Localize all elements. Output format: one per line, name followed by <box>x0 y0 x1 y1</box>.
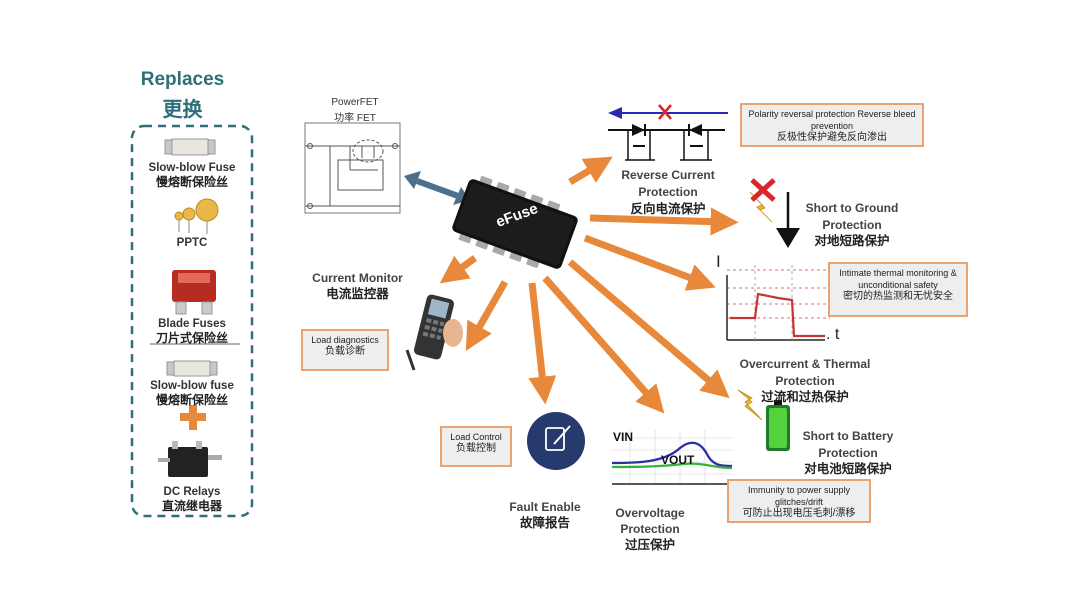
dc-relay-icon <box>158 441 222 477</box>
thermal-note: Intimate thermal monitoring & unconditio… <box>828 262 968 317</box>
arrow-load-control <box>465 280 509 351</box>
polarity-note: Polarity reversal protection Reverse ble… <box>740 103 924 147</box>
pptc-icon <box>174 198 219 234</box>
current-monitor-label-cn: 电流监控器 <box>326 287 389 301</box>
replaces-item-label: DC Relays <box>163 486 221 498</box>
efuse-chip <box>452 175 578 269</box>
note-text-cn: 密切的热监测和无忧安全 <box>843 291 953 302</box>
graph-y-label: I <box>716 252 721 271</box>
immunity-note: Immunity to power supply glitches/drift … <box>727 479 871 523</box>
double-arrow-icon <box>404 171 470 205</box>
replaces-title: Replaces <box>140 69 225 90</box>
load-control-note: Load Control 负载控制 <box>440 426 512 467</box>
current-monitor-label: Current Monitor <box>312 271 403 285</box>
plus-icon <box>180 405 206 430</box>
note-text-cn: 负载控制 <box>456 443 496 454</box>
short-ground-label-cn: 对地短路保护 <box>814 234 890 248</box>
reverse-current-schematic <box>608 104 728 161</box>
note-text-cn: 可防止出现电压毛刺/漂移 <box>742 508 856 519</box>
overcurrent-label-2: Protection <box>775 374 835 388</box>
overcurrent-label: Overcurrent & Thermal <box>739 357 871 371</box>
replaces-frame <box>130 124 254 518</box>
note-text: Intimate thermal monitoring & unconditio… <box>839 268 957 290</box>
note-text-cn: 反极性保护避免反向渗出 <box>777 132 887 143</box>
short-ground-label-2: Protection <box>822 218 882 232</box>
short-ground-icon <box>749 178 800 248</box>
note-text: Load diagnostics <box>311 335 379 345</box>
arrow-overvoltage <box>542 275 665 414</box>
replaces-item-label-cn: 慢熔断保险丝 <box>155 175 228 189</box>
note-text: Immunity to power supply glitches/drift <box>747 485 851 507</box>
replaces-item-label-cn: 慢熔断保险丝 <box>155 393 228 407</box>
powerfet-label: PowerFET <box>331 97 379 108</box>
replaces-item-label: PPTC <box>176 237 208 249</box>
short-battery-label-2: Protection <box>818 446 878 460</box>
note-text: Polarity reversal protection Reverse ble… <box>748 109 916 131</box>
powerfet-label-cn: 功率 FET <box>334 113 376 124</box>
replaces-item-label: Blade Fuses <box>158 318 226 330</box>
reverse-current-label-cn: 反向电流保护 <box>630 202 706 216</box>
blade-fuse-icon <box>172 270 216 315</box>
reverse-current-label: Reverse Current <box>621 168 715 182</box>
arrow-fault-enable <box>528 282 557 405</box>
short-battery-label-cn: 对电池短路保护 <box>804 462 892 476</box>
fault-enable-label: Fault Enable <box>509 500 581 514</box>
note-text-cn: 负载诊断 <box>325 346 365 357</box>
replaces-item-label: Slow-blow Fuse <box>148 162 236 174</box>
arrow-current-monitor <box>439 255 478 284</box>
short-battery-label: Short to Battery <box>802 429 894 443</box>
replaces-item-label-cn: 直流继电器 <box>161 499 222 513</box>
arrow-short-battery <box>567 259 730 399</box>
load-diagnostics-note: Load diagnostics 负载诊断 <box>301 329 389 371</box>
fault-enable-label-cn: 故障报告 <box>519 516 570 530</box>
waveform-vin-label: VIN <box>613 430 634 444</box>
current-time-graph <box>726 265 830 341</box>
overvoltage-label-2: Protection <box>620 522 680 536</box>
overvoltage-label: Overvoltage <box>615 506 685 520</box>
arrow-overcurrent <box>583 234 716 291</box>
short-ground-label: Short to Ground <box>805 201 899 215</box>
note-text: Load Control <box>450 432 502 442</box>
slow-blow-fuse-icon <box>166 360 218 377</box>
feature-arrows <box>439 156 739 414</box>
fault-report-icon <box>527 412 585 470</box>
reverse-current-label-2: Protection <box>638 185 698 199</box>
arrow-reverse-current <box>568 156 613 186</box>
replaces-title-cn: 更换 <box>162 99 203 121</box>
arrow-short-ground <box>589 207 739 236</box>
short-battery-icon <box>737 389 790 451</box>
replaces-item-label-cn: 刀片式保险丝 <box>155 331 228 345</box>
slow-blow-fuse-icon <box>164 138 216 156</box>
overcurrent-label-cn: 过流和过热保护 <box>761 390 849 404</box>
waveform-vout-label: VOUT <box>661 453 695 467</box>
graph-x-label: . t <box>826 326 840 343</box>
overvoltage-waveform <box>611 428 733 485</box>
handheld-scanner-icon <box>405 294 463 371</box>
overvoltage-label-cn: 过压保护 <box>624 538 675 552</box>
replaces-item-label: Slow-blow fuse <box>150 380 234 392</box>
powerfet-schematic <box>304 122 401 214</box>
